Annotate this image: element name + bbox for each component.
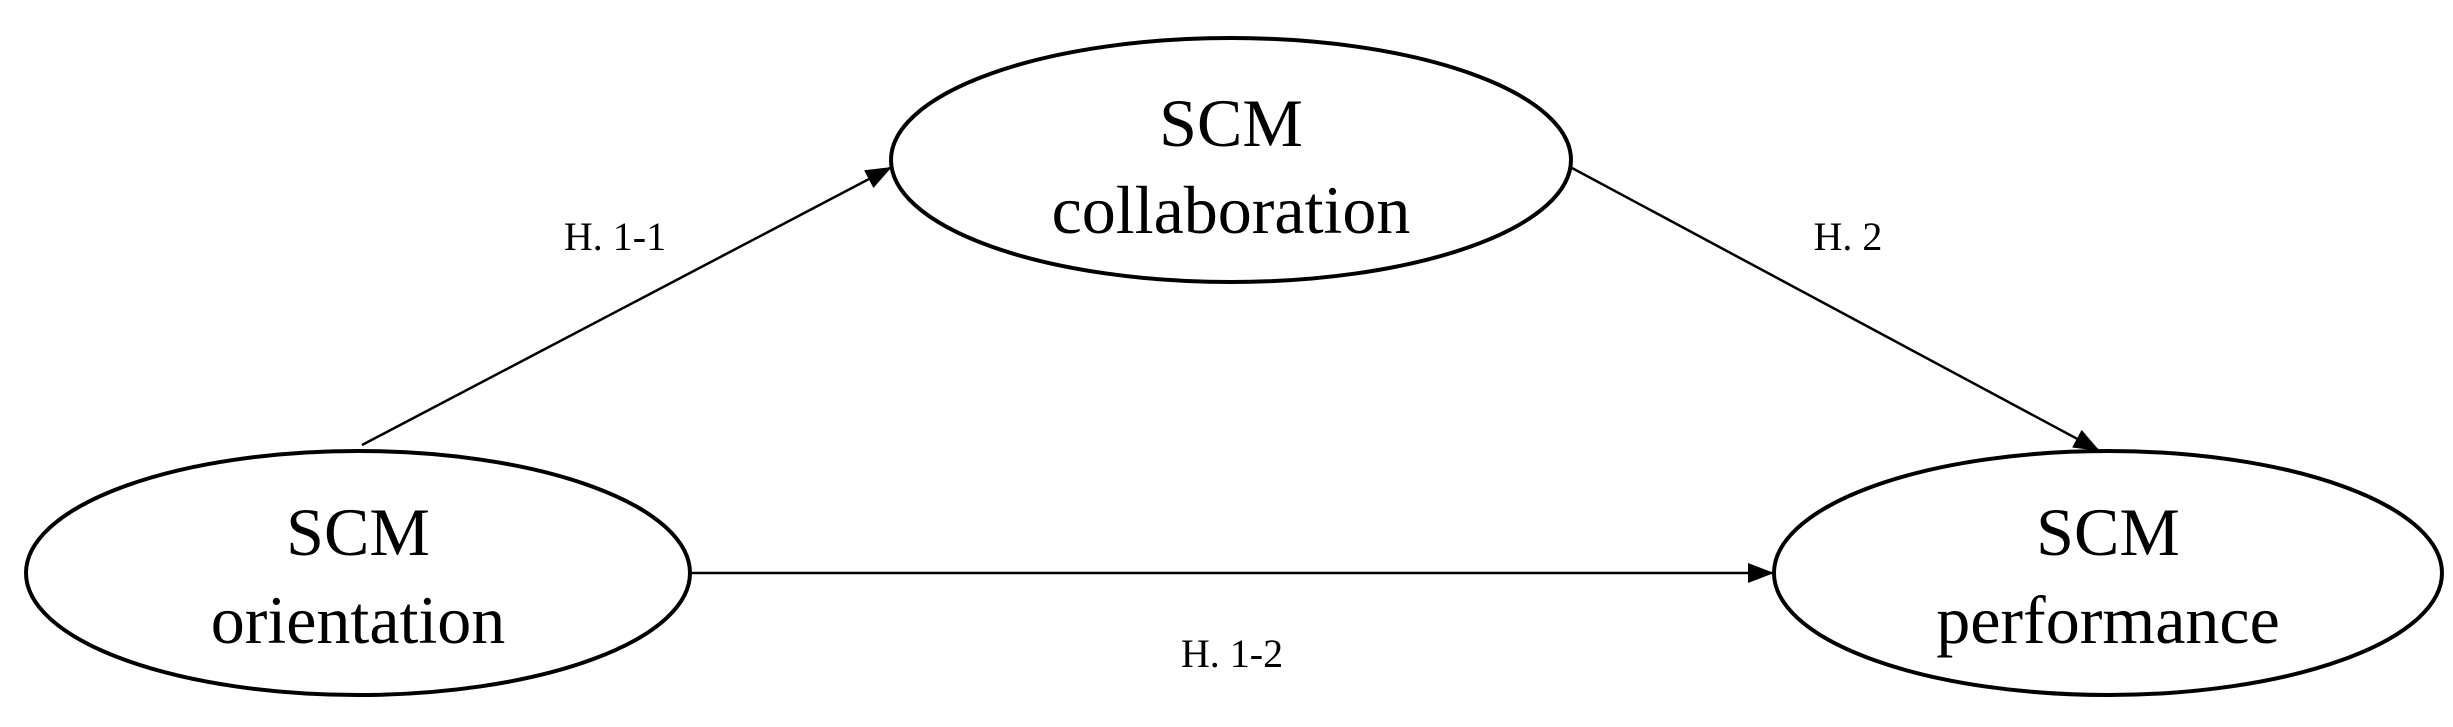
node-scm-orientation-line2: orientation bbox=[211, 582, 506, 658]
node-scm-performance-ellipse bbox=[1772, 449, 2444, 697]
arrow-collaboration-to-performance bbox=[1571, 166, 2100, 452]
edge-label-h2: H. 2 bbox=[1814, 214, 1883, 259]
edge-label-h1-1: H. 1-1 bbox=[564, 214, 666, 259]
node-scm-collaboration-line2: collaboration bbox=[1052, 172, 1411, 248]
edge-label-h1-2: H. 1-2 bbox=[1181, 631, 1283, 676]
node-scm-collaboration-ellipse bbox=[889, 36, 1573, 284]
arrow-orientation-to-collaboration bbox=[361, 166, 892, 447]
node-scm-collaboration-line1: SCM bbox=[1159, 85, 1303, 161]
node-scm-performance-line1: SCM bbox=[2036, 494, 2180, 570]
node-scm-performance: SCM performance bbox=[1772, 449, 2444, 697]
node-scm-orientation-ellipse bbox=[24, 449, 692, 697]
node-scm-orientation: SCM orientation bbox=[24, 449, 692, 697]
node-scm-collaboration: SCM collaboration bbox=[889, 36, 1573, 284]
node-scm-performance-line2: performance bbox=[1936, 582, 2280, 658]
node-scm-orientation-line1: SCM bbox=[286, 494, 430, 570]
